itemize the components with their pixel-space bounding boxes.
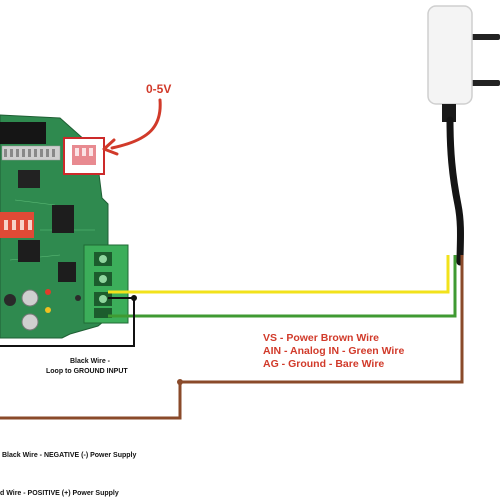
- circuit-board: [0, 114, 129, 339]
- arrow-head: [102, 138, 119, 156]
- capacitor: [21, 313, 39, 331]
- ic-chip: [58, 262, 76, 282]
- ribbon-connector: [0, 122, 61, 161]
- sensor-probe: [427, 5, 500, 122]
- ic-chip: [18, 240, 40, 262]
- capacitor: [21, 289, 39, 307]
- voltage-label: 0-5V: [146, 82, 172, 96]
- terminal-block: [83, 244, 129, 324]
- capacitor: [4, 294, 16, 306]
- negative-supply-note: Black Wire - NEGATIVE (-) Power Supply: [2, 452, 137, 459]
- led-indicator: [45, 289, 51, 295]
- ic-chip: [18, 170, 40, 188]
- note-ag-ground: AG - Ground - Bare Wire: [263, 358, 385, 370]
- positive-supply-note: d Wire - POSITIVE (+) Power Supply: [0, 490, 119, 497]
- dip-switch-left: [0, 212, 34, 238]
- sensor-cable: [446, 116, 464, 266]
- note-ain-analog: AIN - Analog IN - Green Wire: [263, 345, 405, 357]
- wire-yellow: [108, 255, 450, 294]
- wire-black-loop: [0, 297, 135, 347]
- loop-note-line2: Loop to GROUND INPUT: [46, 368, 128, 375]
- wire-green: [108, 255, 457, 318]
- annotation-arrow: [110, 98, 162, 150]
- led-indicator: [75, 295, 81, 301]
- note-vs-power: VS - Power Brown Wire: [263, 332, 380, 344]
- loop-note-line1: Black Wire -: [70, 358, 111, 365]
- led-indicator: [45, 307, 51, 313]
- dip-switch-voltage: [63, 137, 105, 175]
- ic-chip: [52, 205, 74, 233]
